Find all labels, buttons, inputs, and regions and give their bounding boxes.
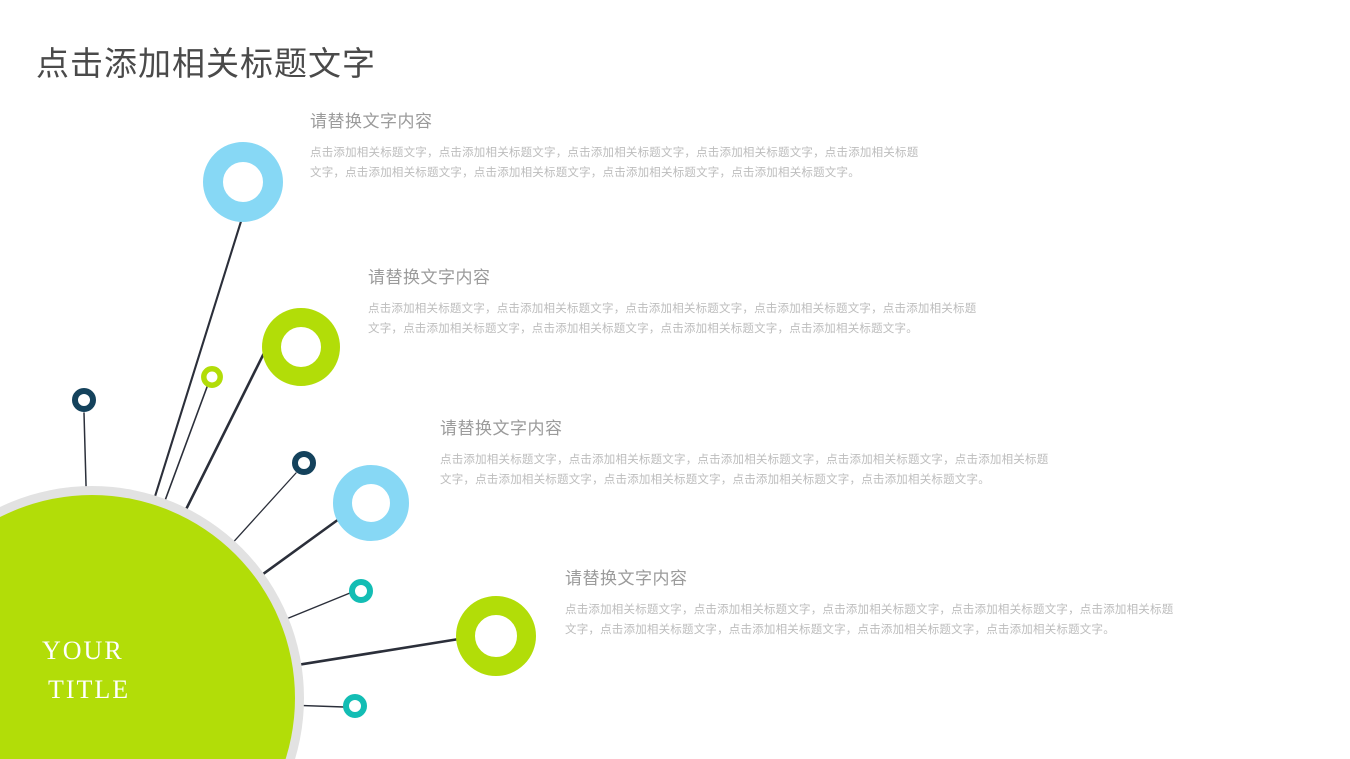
ring-green-large-lower (456, 596, 536, 676)
ring-green-large-upper (262, 308, 340, 386)
text-block-1: 请替换文字内容 点击添加相关标题文字，点击添加相关标题文字，点击添加相关标题文字… (310, 110, 920, 183)
hub-title-line-2: TITLE (48, 675, 131, 704)
text-block-4-heading: 请替换文字内容 (565, 569, 688, 588)
hub-circle (0, 495, 295, 759)
ring-teal-small-lower (343, 694, 367, 718)
ring-navy-small-left (72, 388, 96, 412)
text-block-4-body: 点击添加相关标题文字，点击添加相关标题文字，点击添加相关标题文字，点击添加相关标… (565, 604, 1174, 636)
ring-navy-small-mid (292, 451, 316, 475)
text-block-2: 请替换文字内容 点击添加相关标题文字，点击添加相关标题文字，点击添加相关标题文字… (368, 266, 978, 339)
ring-teal-small-upper (349, 579, 373, 603)
page-title: 点击添加相关标题文字 (36, 45, 376, 83)
ring-green-small (201, 366, 223, 388)
hub-title-line-1: YOUR (42, 636, 124, 665)
hub-outer-ring (0, 486, 304, 759)
connector-line-1 (90, 213, 245, 700)
text-block-3: 请替换文字内容 点击添加相关标题文字，点击添加相关标题文字，点击添加相关标题文字… (440, 417, 1050, 490)
ring-blue-large-mid (333, 465, 409, 541)
text-block-2-body: 点击添加相关标题文字，点击添加相关标题文字，点击添加相关标题文字，点击添加相关标… (368, 303, 977, 335)
text-block-1-heading: 请替换文字内容 (310, 112, 433, 131)
text-block-3-heading: 请替换文字内容 (440, 419, 563, 438)
text-block-3-body: 点击添加相关标题文字，点击添加相关标题文字，点击添加相关标题文字，点击添加相关标… (440, 454, 1049, 486)
hub-title: YOUR TITLE (42, 631, 242, 709)
text-block-4: 请替换文字内容 点击添加相关标题文字，点击添加相关标题文字，点击添加相关标题文字… (565, 567, 1175, 640)
text-block-2-heading: 请替换文字内容 (368, 268, 491, 287)
text-block-1-body: 点击添加相关标题文字，点击添加相关标题文字，点击添加相关标题文字，点击添加相关标… (310, 147, 919, 179)
ring-blue-large-top (203, 142, 283, 222)
